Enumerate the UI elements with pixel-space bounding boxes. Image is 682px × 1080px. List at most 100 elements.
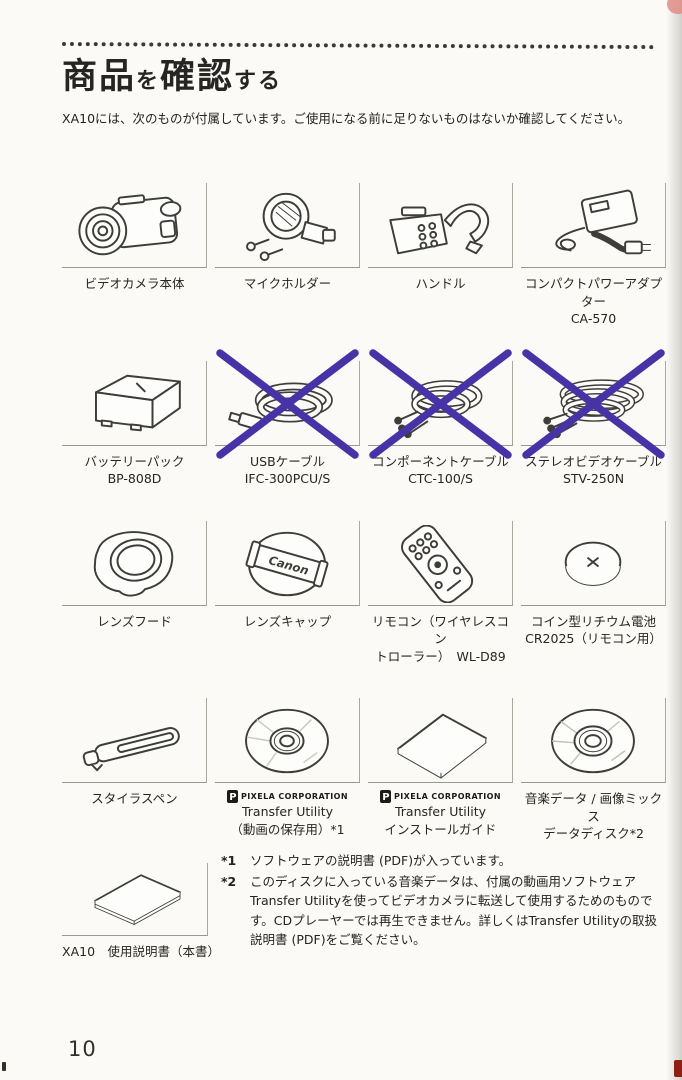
lens-hood-illustration [62,520,207,606]
item-label-line: レンズフード [97,613,172,629]
dotted-divider [61,42,655,50]
item-label: コンポーネントケーブル CTC-100/S [368,453,513,488]
item-label-line: トローラー） WL-D89 [375,648,506,664]
footnote-1: *1 ソフトウェアの説明書 (PDF)が入っています。 [221,851,666,870]
accessories-grid: ビデオカメラ本体 マイクホ [62,183,668,843]
item-label-line: マイクホルダー [243,276,332,291]
page-title: 商品を確認する [62,60,668,95]
page-content: 商品を確認する XA10には、次のものが付属しています。ご使用になる前に足りない… [61,42,668,961]
item-label-line: スタイラスペン [91,791,178,806]
footnote-text: このディスクに入っている音楽データは、付属の動画用ソフトウェアTransfer … [250,873,657,947]
stereo-video-cable-illustration [521,348,666,459]
svg-text:P: P [382,792,390,803]
item-label-line: ハンドル [415,276,466,291]
item-label: P PIXELA CORPORATION Transfer Utility インス… [368,790,513,838]
camcorder-illustration [62,183,207,268]
pixela-logo-icon: P [380,790,392,803]
scan-artifact-corner [667,0,682,14]
item-label-line: BP-808D [107,471,162,486]
stylus-illustration [62,698,207,783]
item-label: レンズフード [62,613,207,631]
item-label-line: レンズキャップ [243,613,332,629]
item-label: コンパクトパワーアダプター CA-570 [521,275,666,328]
item-label-line: Transfer Utility [241,804,333,819]
component-cable-illustration [368,348,513,459]
item-label-line: ステレオビデオケーブル [525,453,662,469]
item-label-line: STV-250N [562,471,625,486]
item-label: ステレオビデオケーブル STV-250N [521,453,666,488]
item-label-line: バッテリーパック [84,453,185,469]
usb-cable-illustration [215,348,360,459]
item-label: スタイラスペン [62,790,207,808]
scan-artifact-bottom-left [2,1062,6,1071]
power-adapter-illustration [521,183,666,268]
item-label-line: CA-570 [570,311,617,326]
footnote-text: ソフトウェアの説明書 (PDF)が入っています。 [250,852,512,868]
item-label: コイン型リチウム電池 CR2025（リモコン用） [521,613,666,648]
bottom-section: XA10 使用説明書（本書） *1 ソフトウェアの説明書 (PDF)が入っていま… [62,851,668,961]
pixela-brand-text: PIXELA CORPORATION [241,791,348,801]
item-lens-hood: レンズフード [62,520,207,666]
intro-text: XA10には、次のものが付属しています。ご使用になる前に足りないものはないか確認… [62,111,631,126]
manual-book-illustration [62,862,208,936]
item-label: 音楽データ / 画像ミックスデータディスク*2 [521,790,666,843]
title-kanji-2: 確認 [160,57,235,97]
item-label-line: （動画の保存用）*1 [230,821,345,837]
item-label: XA10 使用説明書（本書） [62,943,221,961]
item-label-line: CTC-100/S [408,471,473,486]
item-battery-pack: バッテリーパック BP-808D [62,360,207,488]
item-label-line: ビデオカメラ本体 [84,276,185,291]
item-label: ビデオカメラ本体 [62,275,207,293]
coin-battery-illustration [521,520,666,606]
footnotes: *1 ソフトウェアの説明書 (PDF)が入っています。 *2 このディスクに入っ… [215,851,666,961]
footnote-marker: *1 [221,852,237,868]
page-number: 10 [68,1037,97,1061]
battery-pack-illustration [62,360,207,446]
item-label-line: コイン型リチウム電池 [530,613,656,629]
item-label-line: データディスク*2 [543,826,644,841]
footnote-marker: *2 [221,873,237,889]
remote-illustration [368,520,513,606]
title-kana-2: する [234,69,283,94]
pixela-logo-icon: P [227,790,239,803]
item-label-line: XA10 使用説明書（本書） [62,943,221,959]
title-kana-1: を [136,69,161,94]
item-label-line: Transfer Utility [394,804,486,819]
lens-cap-illustration: Canon [215,520,360,606]
footnote-2: *2 このディスクに入っている音楽データは、付属の動画用ソフトウェアTransf… [221,872,666,950]
item-power-adapter: コンパクトパワーアダプター CA-570 [521,183,666,328]
item-label-line: CR2025（リモコン用） [525,631,662,646]
item-label-line: インストールガイド [384,821,497,837]
item-label: バッテリーパック BP-808D [62,453,207,488]
scan-artifact-bottom-right [674,1060,682,1077]
item-install-guide: P PIXELA CORPORATION Transfer Utility インス… [368,698,513,843]
pixela-brand-text: PIXELA CORPORATION [394,791,501,801]
item-label: リモコン（ワイヤレスコントローラー） WL-D89 [368,613,513,666]
item-instruction-manual: XA10 使用説明書（本書） [62,851,221,961]
item-label: ハンドル [368,275,513,293]
pixela-brand: P PIXELA CORPORATION [368,790,513,803]
cd-illustration [215,698,360,783]
booklet-illustration [368,698,513,783]
item-handle: ハンドル [368,183,513,328]
item-coin-battery: コイン型リチウム電池 CR2025（リモコン用） [521,520,666,666]
item-label: マイクホルダー [215,275,360,293]
item-mic-holder: マイクホルダー [215,183,360,328]
item-component-cable: コンポーネントケーブル CTC-100/S [368,348,513,488]
item-label-line: リモコン（ワイヤレスコン [371,613,510,647]
scan-edge-shadow [666,0,682,1080]
item-label-line: 音楽データ / 画像ミックス [524,791,663,824]
handle-illustration [368,183,513,268]
item-wireless-remote: リモコン（ワイヤレスコントローラー） WL-D89 [368,520,513,666]
item-label-line: コンパクトパワーアダプター [524,276,662,309]
item-label-line: コンポーネントケーブル [372,453,509,469]
item-stereo-video-cable: ステレオビデオケーブル STV-250N [521,348,666,488]
item-lens-cap: Canon レンズキャップ [215,520,360,666]
item-label-line: USBケーブル [250,453,325,469]
